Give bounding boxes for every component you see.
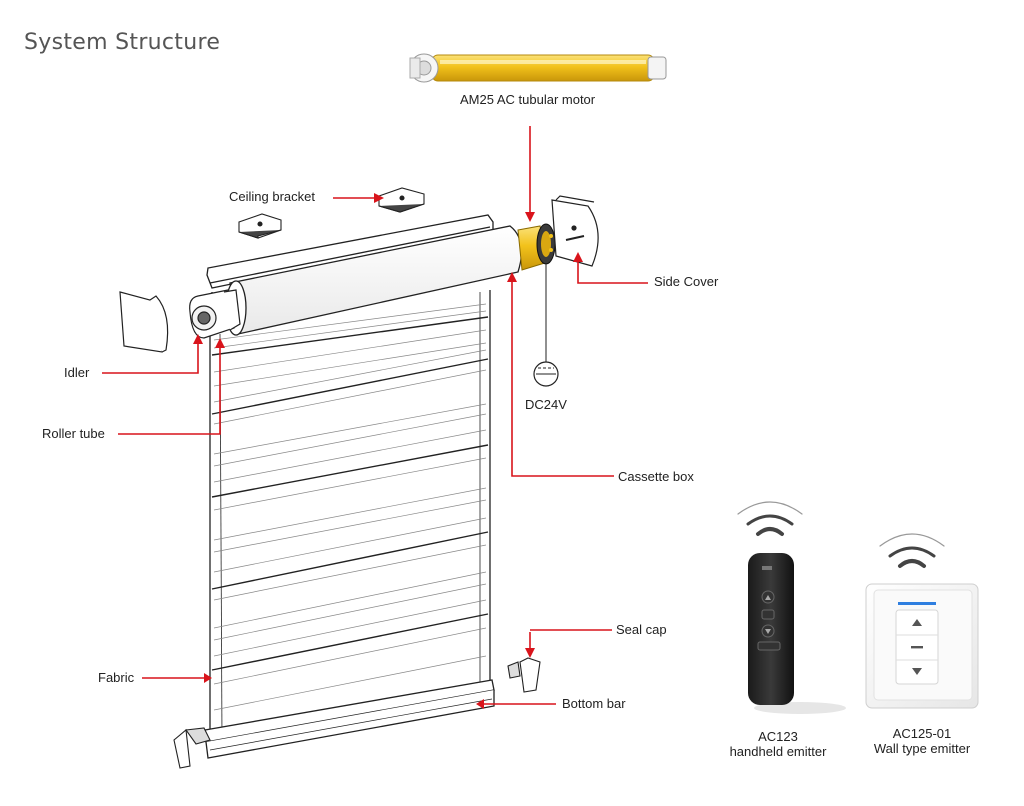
blind-assembly — [204, 214, 523, 759]
motor-head — [517, 223, 556, 271]
leader-lines — [102, 126, 648, 705]
wall-emitter — [865, 533, 979, 709]
dc24v-symbol — [533, 264, 559, 387]
handheld-desc: handheld emitter — [729, 744, 827, 759]
page-title: System Structure — [24, 30, 221, 55]
side-cover-part — [551, 195, 599, 267]
label-dc24v: DC24V — [525, 397, 567, 412]
caption-handheld: AC123 handheld emitter — [716, 729, 840, 759]
label-motor: AM25 AC tubular motor — [460, 92, 596, 107]
tubular-motor — [409, 53, 667, 83]
caption-wall: AC125-01 Wall type emitter — [860, 726, 984, 756]
signal-waves-icon — [737, 501, 803, 536]
signal-waves-icon — [879, 533, 945, 568]
label-cassette-box: Cassette box — [618, 469, 694, 484]
label-ceiling-bracket: Ceiling bracket — [229, 189, 315, 204]
idler-part — [189, 289, 241, 339]
wall-desc: Wall type emitter — [873, 741, 971, 756]
wall-model: AC125-01 — [892, 726, 952, 741]
label-roller-tube: Roller tube — [42, 426, 105, 441]
leader-arrowheads — [193, 193, 583, 709]
ceiling-bracket-parts — [238, 187, 425, 239]
label-bottom-bar: Bottom bar — [562, 696, 626, 711]
label-side-cover: Side Cover — [654, 274, 719, 289]
end-cap-part — [119, 291, 169, 353]
handheld-remote — [737, 501, 846, 714]
handheld-model: AC123 — [758, 729, 798, 744]
label-fabric: Fabric — [98, 670, 135, 685]
label-idler: Idler — [64, 365, 90, 380]
fabric-stripes — [211, 316, 489, 671]
label-seal-cap: Seal cap — [616, 622, 667, 637]
seal-cap-parts — [173, 657, 541, 769]
